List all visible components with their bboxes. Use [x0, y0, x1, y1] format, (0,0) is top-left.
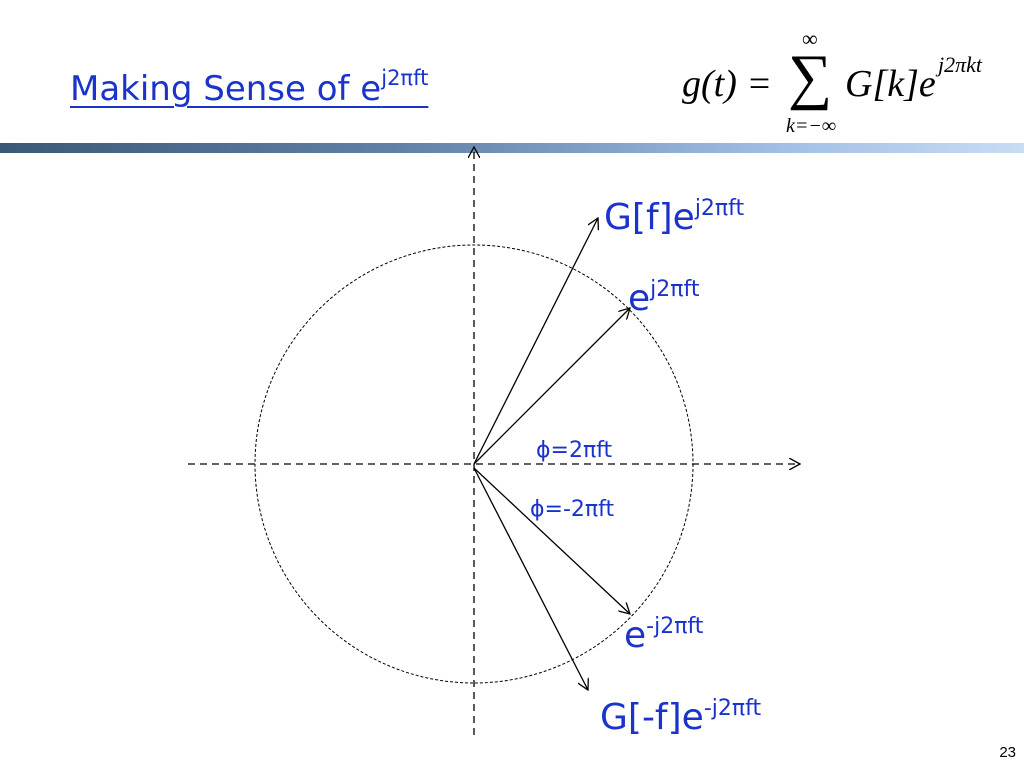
formula-lhs: g(t) = — [682, 63, 773, 105]
label-e-positive: ej2πft — [628, 279, 700, 317]
label-phi-negative: ϕ=-2πft — [530, 497, 615, 522]
label-g-positive-base: G[f]e — [604, 197, 695, 238]
formula-sigma: ∑ — [788, 43, 833, 111]
formula-upper-limit: ∞ — [802, 26, 818, 51]
phasor-g-negative — [473, 467, 588, 690]
page-number: 23 — [999, 744, 1016, 761]
formula-term: G[k]e — [845, 63, 936, 105]
label-e-positive-base: e — [628, 278, 651, 319]
title-superscript: j2πft — [381, 66, 429, 90]
label-phi-positive: ϕ=2πft — [536, 438, 613, 463]
label-e-negative-sup: -j2πft — [646, 614, 704, 639]
slide-title: Making Sense of ej2πft — [70, 66, 428, 109]
label-g-negative: G[-f]e-j2πft — [600, 698, 761, 736]
label-g-negative-sup: -j2πft — [703, 696, 762, 721]
formula-lower-limit: k=−∞ — [786, 115, 837, 137]
label-g-positive-sup: j2πft — [694, 196, 745, 221]
title-main: Making Sense of e — [70, 69, 382, 109]
phasor-g-positive — [473, 218, 598, 465]
formula-exponent: j2πkt — [938, 52, 983, 77]
label-e-positive-sup: j2πft — [650, 277, 700, 302]
fourier-series-formula: g(t) = ∞ ∑ k=−∞ G[k]e j2πkt — [678, 28, 1018, 140]
phasor-e-negative — [473, 467, 630, 614]
label-e-negative: e-j2πft — [624, 616, 703, 654]
phasor-e-positive — [473, 308, 630, 465]
label-g-negative-base: G[-f]e — [600, 697, 704, 738]
header-divider-band — [0, 143, 1024, 153]
label-e-negative-base: e — [624, 615, 647, 656]
label-g-positive: G[f]ej2πft — [604, 198, 744, 236]
